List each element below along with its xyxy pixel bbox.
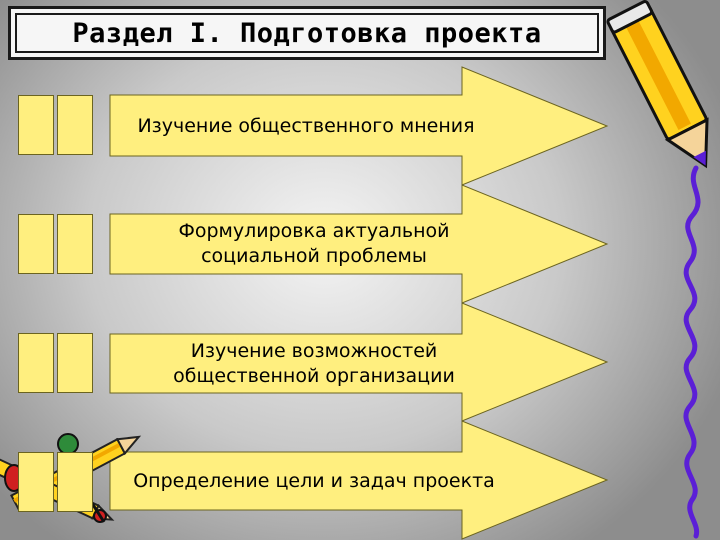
step-arrow-1 <box>109 66 609 186</box>
page-title: Раздел I. Подготовка проекта <box>15 13 599 53</box>
step-arrow-2 <box>109 184 609 304</box>
step-arrow-4 <box>109 420 609 540</box>
step-label-4: Определение цели и задач проекта <box>133 469 495 492</box>
step-label-3: Изучение возможностей общественной орган… <box>173 340 455 387</box>
step-label-2: Формулировка актуальной социальной пробл… <box>178 220 450 267</box>
marker-square <box>18 333 54 393</box>
marker-square <box>57 452 93 512</box>
marker-square <box>18 452 54 512</box>
marker-square <box>57 333 93 393</box>
title-frame: Раздел I. Подготовка проекта <box>8 6 606 60</box>
step-label-1: Изучение общественного мнения <box>137 114 475 137</box>
marker-square <box>57 214 93 274</box>
step-arrow-3 <box>109 302 609 422</box>
marker-square <box>18 95 54 155</box>
marker-square <box>18 214 54 274</box>
marker-square <box>57 95 93 155</box>
